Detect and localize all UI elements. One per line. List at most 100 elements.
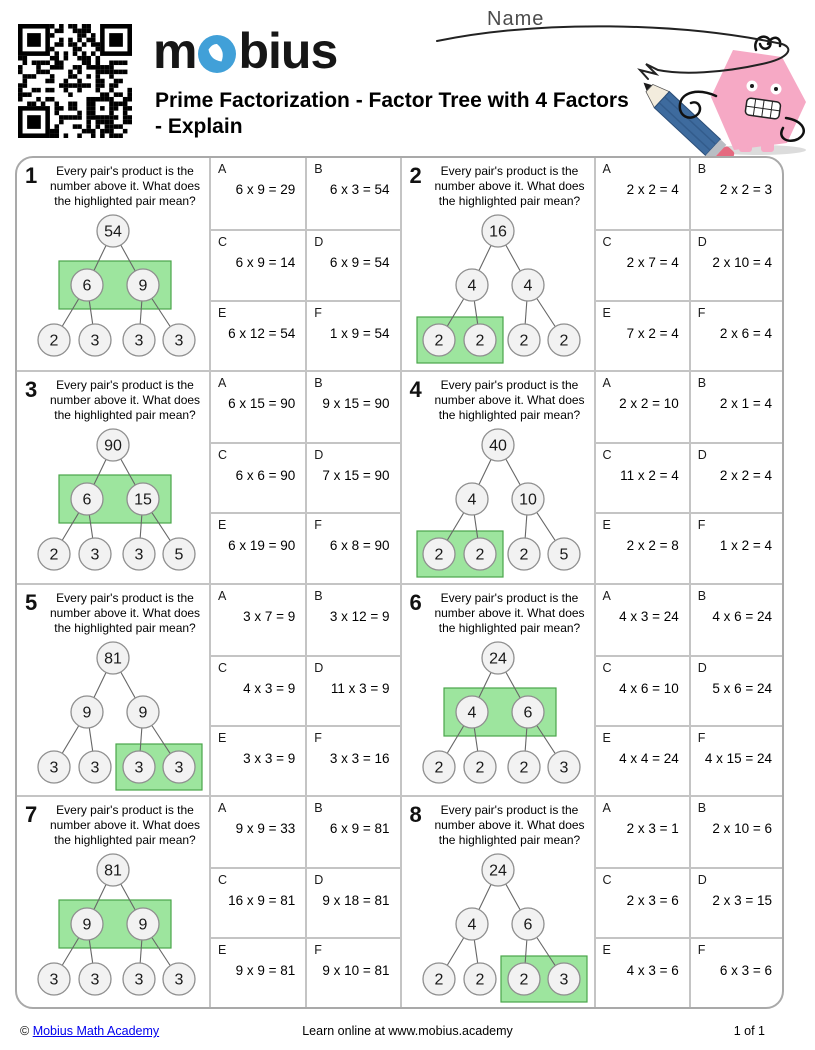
answer-cell-2E[interactable]: E 7 x 2 = 4: [595, 299, 689, 371]
answer-equation: 2 x 3 = 15: [712, 892, 772, 908]
answer-cell-2D[interactable]: D 2 x 10 = 4: [688, 228, 782, 300]
answer-letter: C: [602, 872, 612, 887]
answer-cell-8C[interactable]: C 2 x 3 = 6: [595, 866, 689, 937]
answer-equation: 9 x 9 = 81: [235, 962, 296, 978]
footer-copyright: © Mobius Math Academy: [20, 1024, 159, 1038]
svg-text:9: 9: [139, 704, 148, 721]
answer-grid: A 4 x 3 = 24 B 4 x 6 = 24 C 4 x 6 = 10 D…: [593, 584, 782, 795]
answer-cell-1B[interactable]: B 6 x 3 = 54: [305, 158, 399, 229]
answer-cell-5B[interactable]: B 3 x 12 = 9: [305, 584, 399, 655]
answer-cell-8D[interactable]: D 2 x 3 = 15: [688, 866, 782, 937]
tree-leaf-node: 3: [546, 749, 581, 784]
answer-cell-4E[interactable]: E 2 x 2 = 8: [595, 512, 689, 582]
answer-letter: D: [314, 660, 324, 675]
answer-letter: F: [314, 730, 322, 745]
answer-cell-8B[interactable]: B 2 x 10 = 6: [688, 796, 782, 867]
answer-cell-6D[interactable]: D 5 x 6 = 24: [688, 654, 782, 725]
answer-letter: E: [602, 518, 611, 533]
answer-cell-6F[interactable]: F 4 x 15 = 24: [688, 724, 782, 795]
answer-cell-8A[interactable]: A 2 x 3 = 1: [596, 797, 689, 867]
answer-letter: C: [218, 660, 228, 675]
svg-text:10: 10: [519, 492, 537, 509]
answer-cell-1D[interactable]: D 6 x 9 = 54: [305, 228, 400, 300]
answer-letter: D: [697, 448, 707, 463]
answer-cell-4F[interactable]: F 1 x 2 = 4: [688, 512, 782, 583]
answer-cell-7E[interactable]: E 9 x 9 = 81: [211, 936, 306, 1007]
answer-letter: D: [697, 234, 707, 249]
answer-equation: 16 x 9 = 81: [228, 892, 296, 908]
answer-cell-1A[interactable]: A 6 x 9 = 29: [211, 158, 305, 229]
answer-cell-2A[interactable]: A 2 x 2 = 4: [596, 158, 689, 229]
tree-leaf-node: 3: [122, 323, 156, 357]
answer-cell-2C[interactable]: C 2 x 7 = 4: [595, 228, 689, 300]
answer-letter: C: [218, 872, 228, 887]
answer-cell-4C[interactable]: C 11 x 2 = 4: [595, 442, 689, 512]
answer-cell-8F[interactable]: F 6 x 3 = 6: [688, 936, 782, 1007]
answer-cell-4D[interactable]: D 2 x 2 = 4: [688, 442, 782, 513]
answer-letter: E: [602, 942, 611, 957]
problem-cell-1: 1 Every pair's product is the number abo…: [17, 158, 400, 371]
answer-equation: 2 x 2 = 4: [626, 182, 679, 197]
answer-letter: D: [314, 872, 324, 887]
problem-question: Every pair's product is the number above…: [49, 590, 201, 635]
tree-root-node: 40: [480, 428, 515, 462]
mascot-arm-left: [678, 90, 718, 119]
answer-cell-4B[interactable]: B 2 x 1 = 4: [688, 372, 782, 443]
answer-cell-4A[interactable]: A 2 x 2 = 10: [596, 372, 689, 442]
answer-cell-1F[interactable]: F 1 x 9 = 54: [305, 299, 400, 371]
svg-text:3: 3: [50, 759, 59, 776]
mascot-monster: [711, 35, 806, 152]
tree-leaf-node: 3: [37, 749, 71, 784]
answer-equation: 4 x 6 = 24: [712, 608, 772, 624]
svg-text:2: 2: [434, 759, 443, 776]
answer-cell-3A[interactable]: A 6 x 15 = 90: [211, 372, 305, 442]
answer-cell-5E[interactable]: E 3 x 3 = 9: [211, 724, 306, 795]
svg-text:54: 54: [104, 224, 122, 241]
answer-cell-3F[interactable]: F 6 x 8 = 90: [305, 512, 400, 583]
answer-cell-1E[interactable]: E 6 x 12 = 54: [211, 299, 306, 371]
problem-pane: 7 Every pair's product is the number abo…: [17, 797, 209, 1007]
answer-cell-2B[interactable]: B 2 x 2 = 3: [688, 158, 782, 229]
mobius-academy-link[interactable]: Mobius Math Academy: [32, 1024, 160, 1038]
answer-equation: 2 x 7 = 4: [626, 254, 679, 270]
answer-cell-7B[interactable]: B 6 x 9 = 81: [305, 796, 399, 867]
answer-cell-6A[interactable]: A 4 x 3 = 24: [596, 585, 689, 655]
answer-letter: E: [218, 730, 227, 745]
svg-text:3: 3: [175, 333, 184, 350]
answer-equation: 6 x 12 = 54: [228, 325, 296, 341]
answer-cell-5C[interactable]: C 4 x 3 = 9: [211, 654, 306, 725]
answer-cell-1C[interactable]: C 6 x 9 = 14: [211, 228, 306, 300]
answer-cell-5A[interactable]: A 3 x 7 = 9: [211, 585, 305, 655]
answer-cell-5F[interactable]: F 3 x 3 = 16: [305, 724, 400, 795]
logo-text-suffix: bius: [238, 23, 338, 79]
svg-text:16: 16: [489, 224, 507, 241]
answer-cell-3D[interactable]: D 7 x 15 = 90: [305, 442, 400, 513]
mascot-illustration: [436, 25, 806, 158]
name-line-scribble: [436, 25, 790, 80]
answer-cell-2F[interactable]: F 2 x 6 = 4: [688, 299, 782, 371]
tree-leaf-node: 2: [421, 323, 456, 357]
svg-text:3: 3: [50, 971, 59, 988]
answer-cell-6B[interactable]: B 4 x 6 = 24: [688, 584, 782, 655]
answer-cell-6E[interactable]: E 4 x 4 = 24: [595, 724, 689, 795]
answer-letter: E: [602, 730, 611, 745]
mobius-logo: m bius: [153, 23, 338, 79]
answer-cell-3B[interactable]: B 9 x 15 = 90: [305, 372, 399, 443]
answer-cell-3E[interactable]: E 6 x 19 = 90: [211, 512, 306, 582]
problem-number: 6: [409, 589, 422, 615]
tree-middle-node: 4: [454, 694, 489, 729]
answer-letter: E: [218, 518, 227, 533]
answer-cell-7C[interactable]: C 16 x 9 = 81: [211, 866, 306, 937]
problem-question: Every pair's product is the number above…: [434, 164, 585, 208]
answer-cell-5D[interactable]: D 11 x 3 = 9: [305, 654, 400, 725]
answer-cell-7F[interactable]: F 9 x 10 = 81: [305, 936, 400, 1007]
answer-cell-7A[interactable]: A 9 x 9 = 33: [211, 797, 305, 867]
problem-pane: 1 Every pair's product is the number abo…: [17, 158, 209, 370]
answer-equation: 6 x 9 = 81: [329, 820, 390, 836]
answer-cell-7D[interactable]: D 9 x 18 = 81: [305, 866, 400, 937]
answer-cell-6C[interactable]: C 4 x 6 = 10: [595, 654, 689, 725]
answer-cell-8E[interactable]: E 4 x 3 = 6: [595, 936, 689, 1007]
answer-cell-3C[interactable]: C 6 x 6 = 90: [211, 442, 306, 512]
